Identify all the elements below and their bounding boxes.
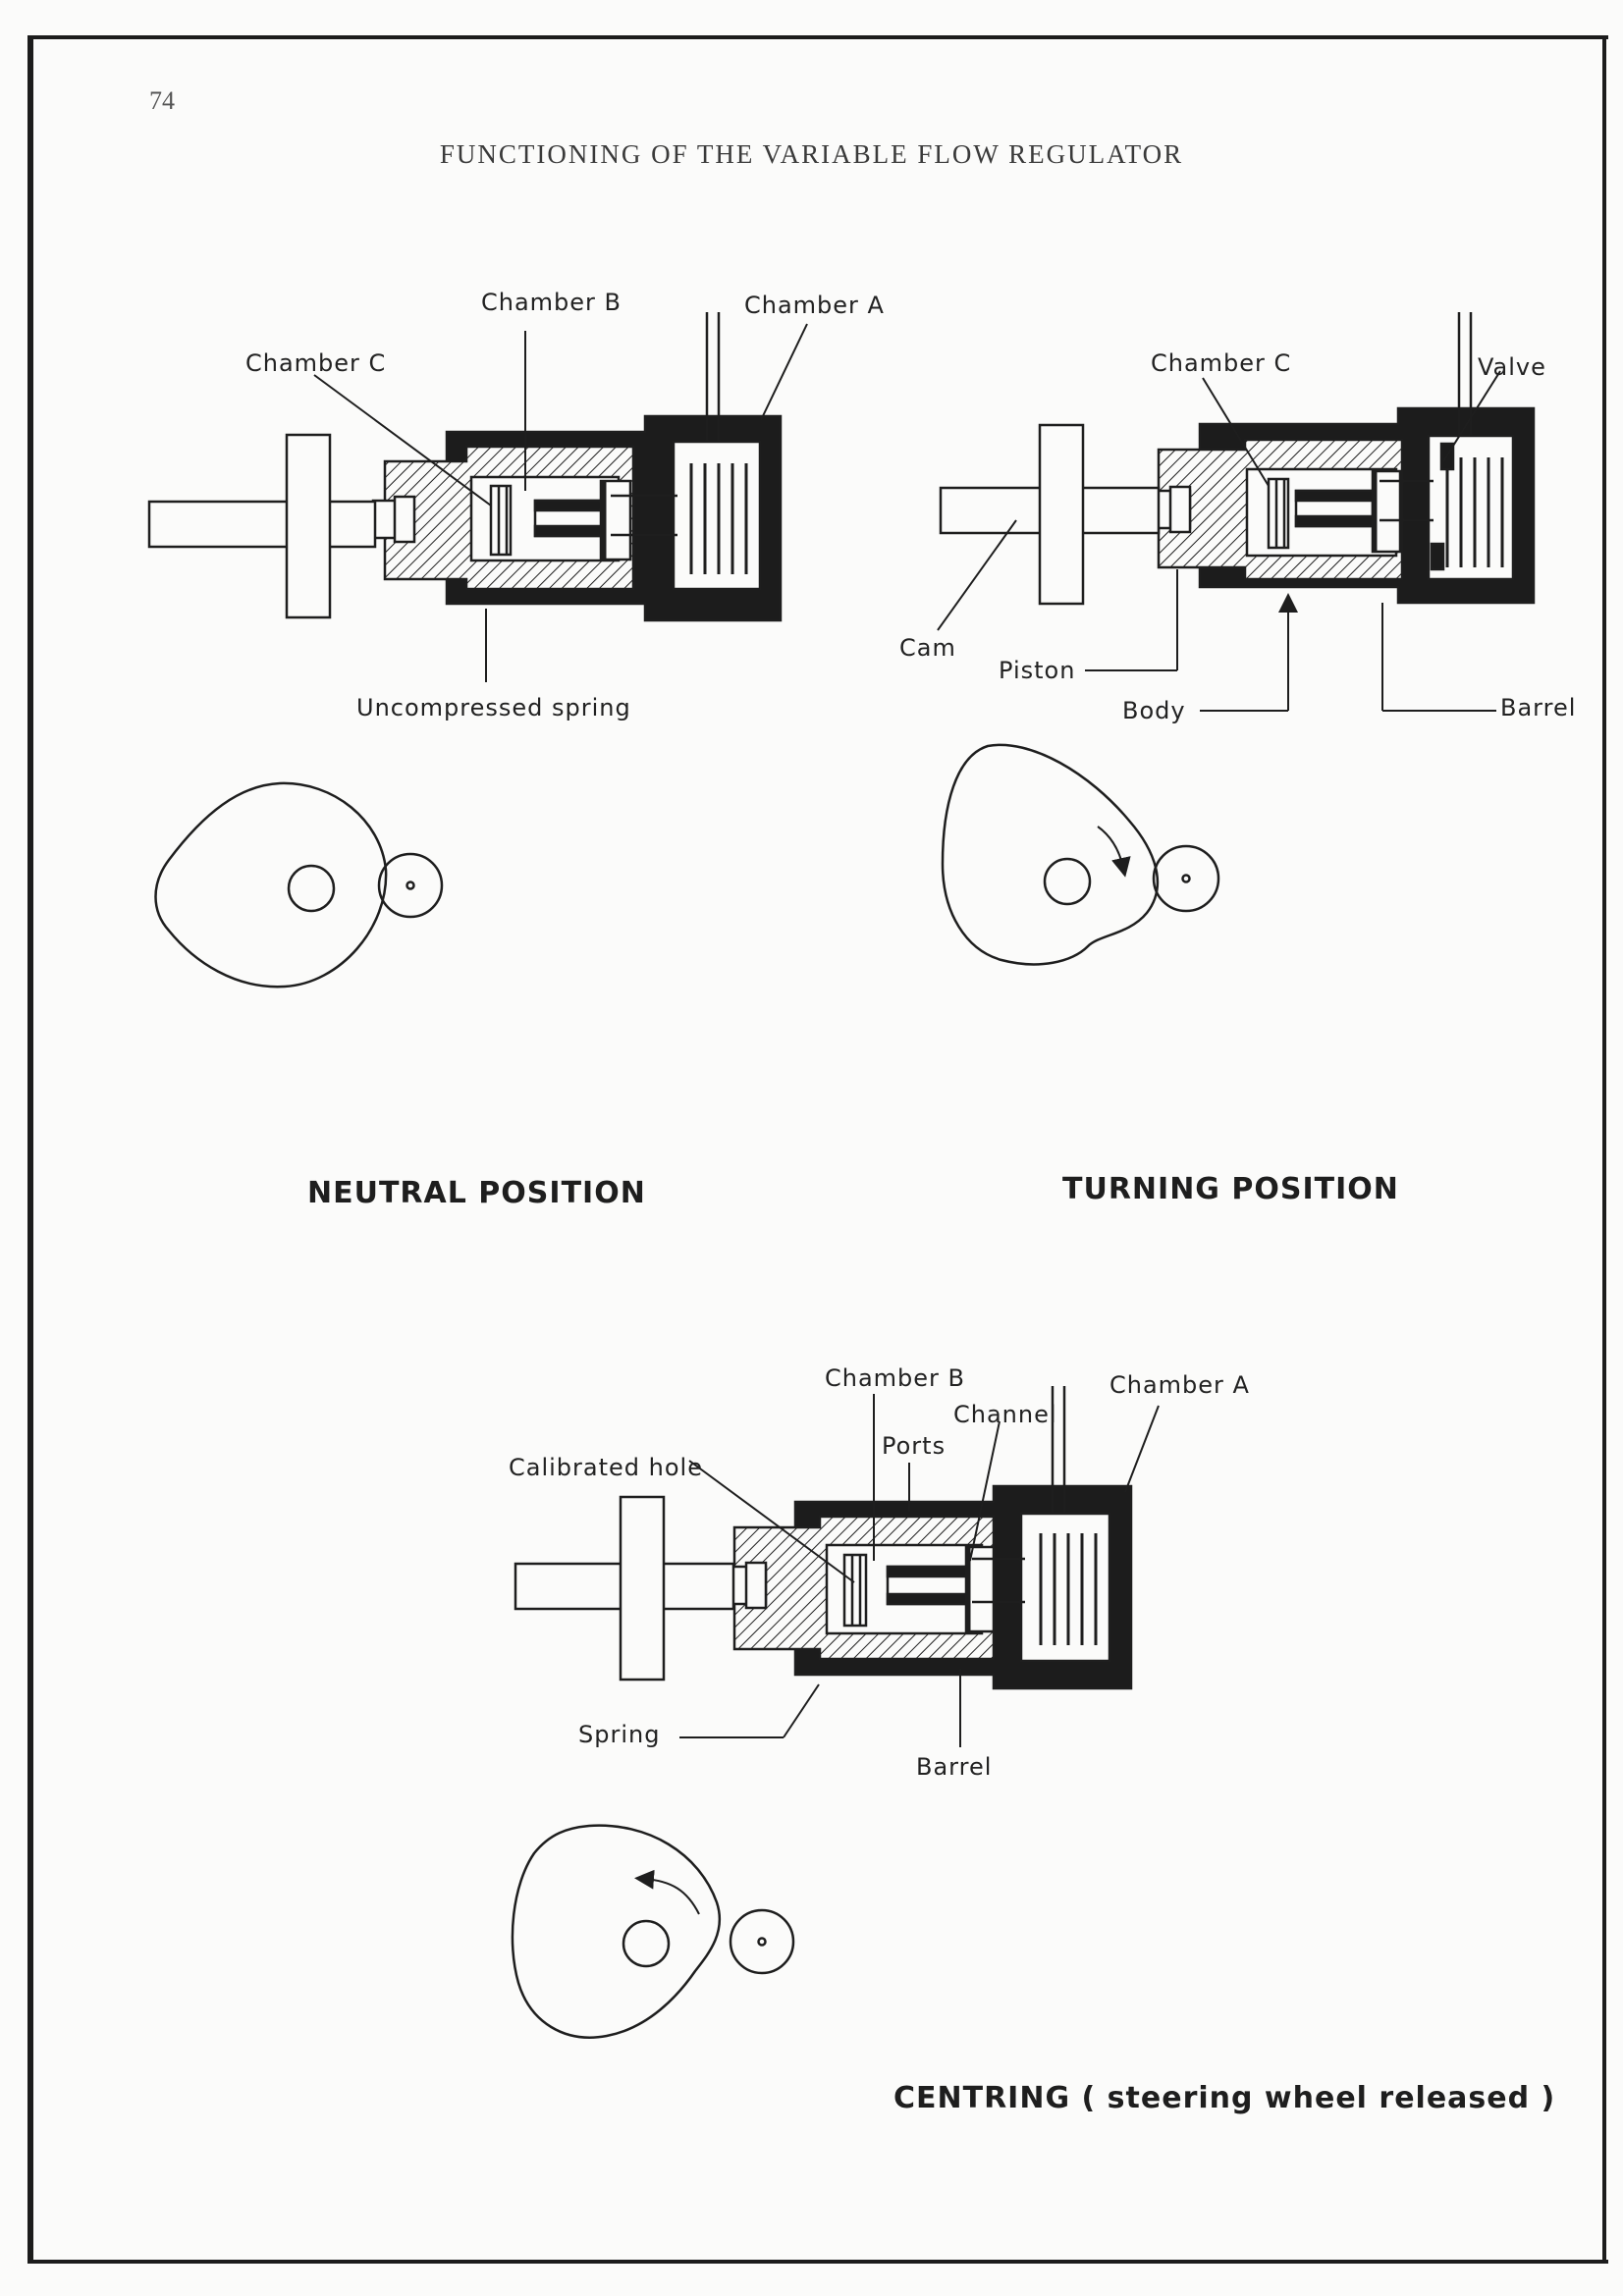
neutral-follower-pin <box>406 881 415 890</box>
turning-label-cam: Cam <box>899 634 956 662</box>
neutral-cam-diagram <box>154 781 444 988</box>
turning-label-barrel: Barrel <box>1500 694 1577 721</box>
centring-caption: CENTRING ( steering wheel released ) <box>893 2081 1556 2115</box>
turning-cam-hub <box>1043 857 1092 906</box>
turning-caption: TURNING POSITION <box>1062 1172 1399 1206</box>
neutral-regulator <box>147 312 808 682</box>
neutral-follower-wheel <box>377 852 444 919</box>
neutral-label-spring: Uncompressed spring <box>356 694 631 721</box>
turning-follower-wheel <box>1152 844 1220 913</box>
page-edge-right <box>1602 35 1606 2264</box>
turning-label-chamber-c: Chamber C <box>1151 349 1292 377</box>
neutral-cam-hub <box>287 864 336 913</box>
page-title: FUNCTIONING OF THE VARIABLE FLOW REGULAT… <box>439 139 1184 169</box>
turning-regulator <box>937 312 1536 712</box>
turning-cam <box>941 743 1160 966</box>
turning-cam-diagram <box>941 743 1220 966</box>
centring-cam-hub <box>622 1919 671 1968</box>
centring-barrel-fins <box>1039 1533 1098 1645</box>
centring-rotation-arrow <box>634 1869 700 1915</box>
neutral-roller <box>285 433 332 619</box>
centring-follower-pin <box>757 1937 767 1947</box>
turning-roller <box>1038 423 1085 606</box>
centring-regulator <box>514 1386 1160 1747</box>
centring-label-calibrated-hole: Calibrated hole <box>509 1454 703 1481</box>
centring-label-chamber-b: Chamber B <box>825 1364 966 1392</box>
turning-label-piston: Piston <box>999 657 1076 684</box>
page-edge-bottom <box>27 2260 1608 2264</box>
centring-follower-wheel <box>729 1908 795 1975</box>
centring-label-barrel: Barrel <box>916 1753 993 1781</box>
page-edge-top <box>27 35 1608 39</box>
neutral-label-chamber-a: Chamber A <box>744 292 885 319</box>
centring-cam <box>511 1824 722 2039</box>
centring-label-spring: Spring <box>578 1721 661 1748</box>
neutral-label-chamber-b: Chamber B <box>481 289 622 316</box>
turning-label-valve: Valve <box>1478 353 1546 381</box>
turning-barrel-fins <box>1445 457 1504 567</box>
neutral-shaft <box>147 500 377 549</box>
centring-roller <box>619 1495 666 1682</box>
turning-label-body: Body <box>1122 697 1186 724</box>
page-number: 74 <box>149 86 175 115</box>
centring-label-channel: Channel <box>953 1401 1057 1428</box>
centring-cam-diagram <box>511 1824 795 2039</box>
neutral-caption: NEUTRAL POSITION <box>307 1176 646 1210</box>
neutral-cam <box>154 781 388 988</box>
turning-follower-pin <box>1181 874 1191 883</box>
turning-rotation-arrow <box>1097 826 1131 878</box>
neutral-barrel-fins <box>689 463 748 574</box>
centring-label-ports: Ports <box>882 1432 947 1460</box>
centring-label-chamber-a: Chamber A <box>1109 1371 1250 1399</box>
page-edge-left <box>27 35 33 2264</box>
neutral-label-chamber-c: Chamber C <box>245 349 387 377</box>
